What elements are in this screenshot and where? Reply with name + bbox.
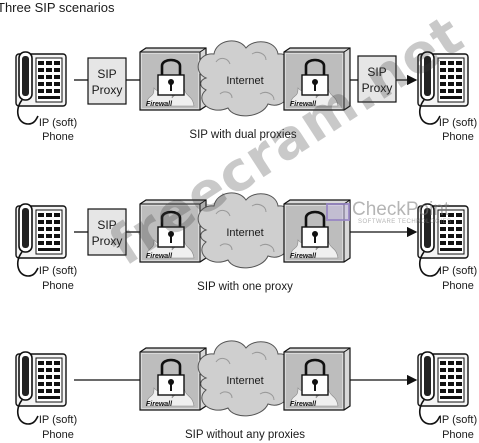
firewall-lock-icon	[282, 46, 352, 112]
endpoint-label-line1: IP (soft)	[439, 414, 477, 426]
scenario-caption: SIP with one proxy	[197, 281, 293, 293]
proxy-label-line1: SIP	[97, 218, 116, 232]
endpoint-label-line1: IP (soft)	[439, 117, 477, 129]
endpoint-label-line2: Phone	[442, 429, 474, 441]
endpoint-label-line1: IP (soft)	[39, 117, 77, 129]
endpoint-label-line1: IP (soft)	[39, 414, 77, 426]
scenario-caption: SIP with dual proxies	[189, 129, 296, 141]
proxy-label-line2: Proxy	[92, 234, 123, 248]
internet-label: Internet	[226, 375, 263, 387]
sip-proxy-box	[357, 55, 397, 103]
desk-phone-icon	[417, 51, 469, 125]
endpoint-label-line2: Phone	[442, 280, 474, 292]
firewall-lock-icon	[138, 346, 208, 412]
firewall-lock-icon	[138, 198, 208, 264]
desk-phone-icon	[15, 51, 67, 125]
scenario-dual-proxies: IP (soft) Phone SIP Proxy Internet SIP P…	[15, 40, 477, 143]
proxy-label-line1: SIP	[367, 65, 386, 79]
scenario-no-proxies: IP (soft) Phone Internet IP (soft) Phone…	[15, 340, 477, 441]
firewall-lock-icon	[138, 46, 208, 112]
endpoint-label-line2: Phone	[442, 131, 474, 143]
firewall-lock-icon	[282, 346, 352, 412]
endpoint-label-line1: IP (soft)	[39, 265, 77, 277]
diagram-title: Three SIP scenarios	[0, 0, 115, 15]
scenario-one-proxy: IP (soft) Phone SIP Proxy Internet IP (s…	[15, 192, 477, 293]
sip-proxy-box	[87, 208, 127, 256]
endpoint-label-line1: IP (soft)	[439, 265, 477, 277]
endpoint-label-line2: Phone	[42, 131, 74, 143]
endpoint-label-line2: Phone	[42, 280, 74, 292]
proxy-label-line1: SIP	[97, 67, 116, 81]
proxy-label-line2: Proxy	[362, 81, 393, 95]
firewall-lock-icon	[282, 198, 352, 264]
scenario-caption: SIP without any proxies	[185, 429, 305, 441]
proxy-label-line2: Proxy	[92, 83, 123, 97]
internet-label: Internet	[226, 75, 263, 87]
internet-label: Internet	[226, 227, 263, 239]
sip-proxy-box	[87, 57, 127, 105]
endpoint-label-line2: Phone	[42, 429, 74, 441]
